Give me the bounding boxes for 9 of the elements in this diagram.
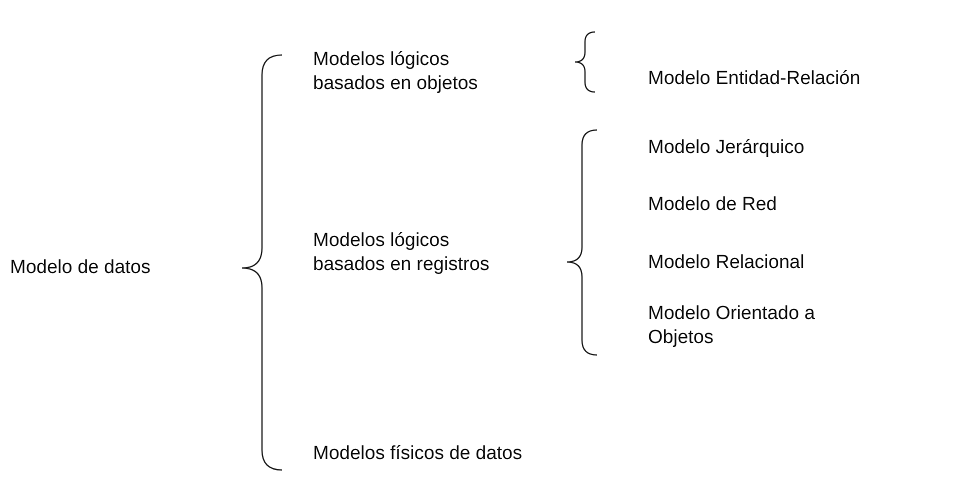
category-label: Modelo Entidad-Relación <box>648 67 862 91</box>
category-label: Modelo Relacional <box>648 251 806 275</box>
category-label: Modelo Orientado a Objetos <box>648 302 816 350</box>
category-label: Modelo de datos <box>10 256 152 280</box>
category-label: Modelos lógicos basados en registros <box>313 229 490 277</box>
category-label: Modelos lógicos basados en objetos <box>313 48 479 96</box>
category-label: Modelo de Red <box>648 193 778 217</box>
category-label: Modelos físicos de datos <box>313 442 524 466</box>
category-label: Modelo Jerárquico <box>648 136 806 160</box>
